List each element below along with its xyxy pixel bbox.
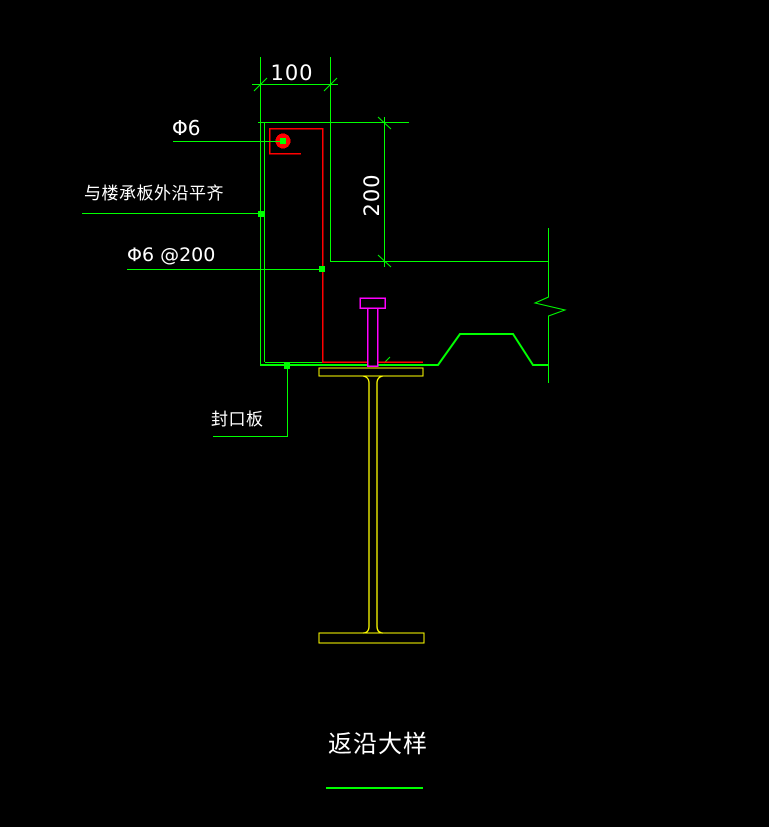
dim-tick-icon — [323, 77, 338, 92]
leaders — [82, 141, 320, 437]
stud-head — [359, 297, 386, 309]
dim-tick-icon — [377, 254, 392, 268]
grip-handle[interactable] — [284, 363, 290, 369]
dimension-200[interactable]: 200 — [258, 116, 548, 268]
beam-web — [362, 375, 384, 634]
dim-tick-icon — [253, 77, 268, 92]
grip-handle[interactable] — [280, 138, 286, 144]
label-flush-note[interactable]: 与楼承板外沿平齐 — [84, 184, 224, 204]
floor-deck[interactable] — [260, 333, 548, 366]
dim-tick-icon — [377, 116, 392, 130]
beam-top-flange — [318, 367, 424, 377]
deck-profile — [260, 333, 548, 366]
grip-handle[interactable] — [258, 211, 264, 217]
rebar-bar-path — [268, 127, 423, 363]
grips — [258, 138, 325, 369]
beam-bottom-flange — [318, 632, 425, 644]
steel-beam[interactable] — [318, 367, 425, 644]
leader-closure-plate[interactable] — [213, 366, 288, 437]
grip-handle[interactable] — [319, 266, 325, 272]
label-top-bar[interactable]: Φ6 — [172, 116, 200, 140]
shear-stud[interactable] — [359, 297, 386, 367]
dim-100-text[interactable]: 100 — [270, 61, 313, 85]
label-closure-plate[interactable]: 封口板 — [211, 410, 264, 430]
closure-plate[interactable] — [260, 122, 323, 364]
stud-stem — [366, 307, 379, 367]
edge-rebar[interactable] — [268, 127, 424, 363]
dim-200-text[interactable]: 200 — [360, 173, 384, 216]
drawing-title-block: 返沿大样 — [326, 730, 428, 789]
dimension-100[interactable]: 100 — [252, 57, 338, 261]
drawing-title[interactable]: 返沿大样 — [328, 730, 428, 758]
break-line[interactable] — [533, 228, 567, 383]
label-bar-spacing[interactable]: Φ6 @200 — [127, 244, 215, 266]
